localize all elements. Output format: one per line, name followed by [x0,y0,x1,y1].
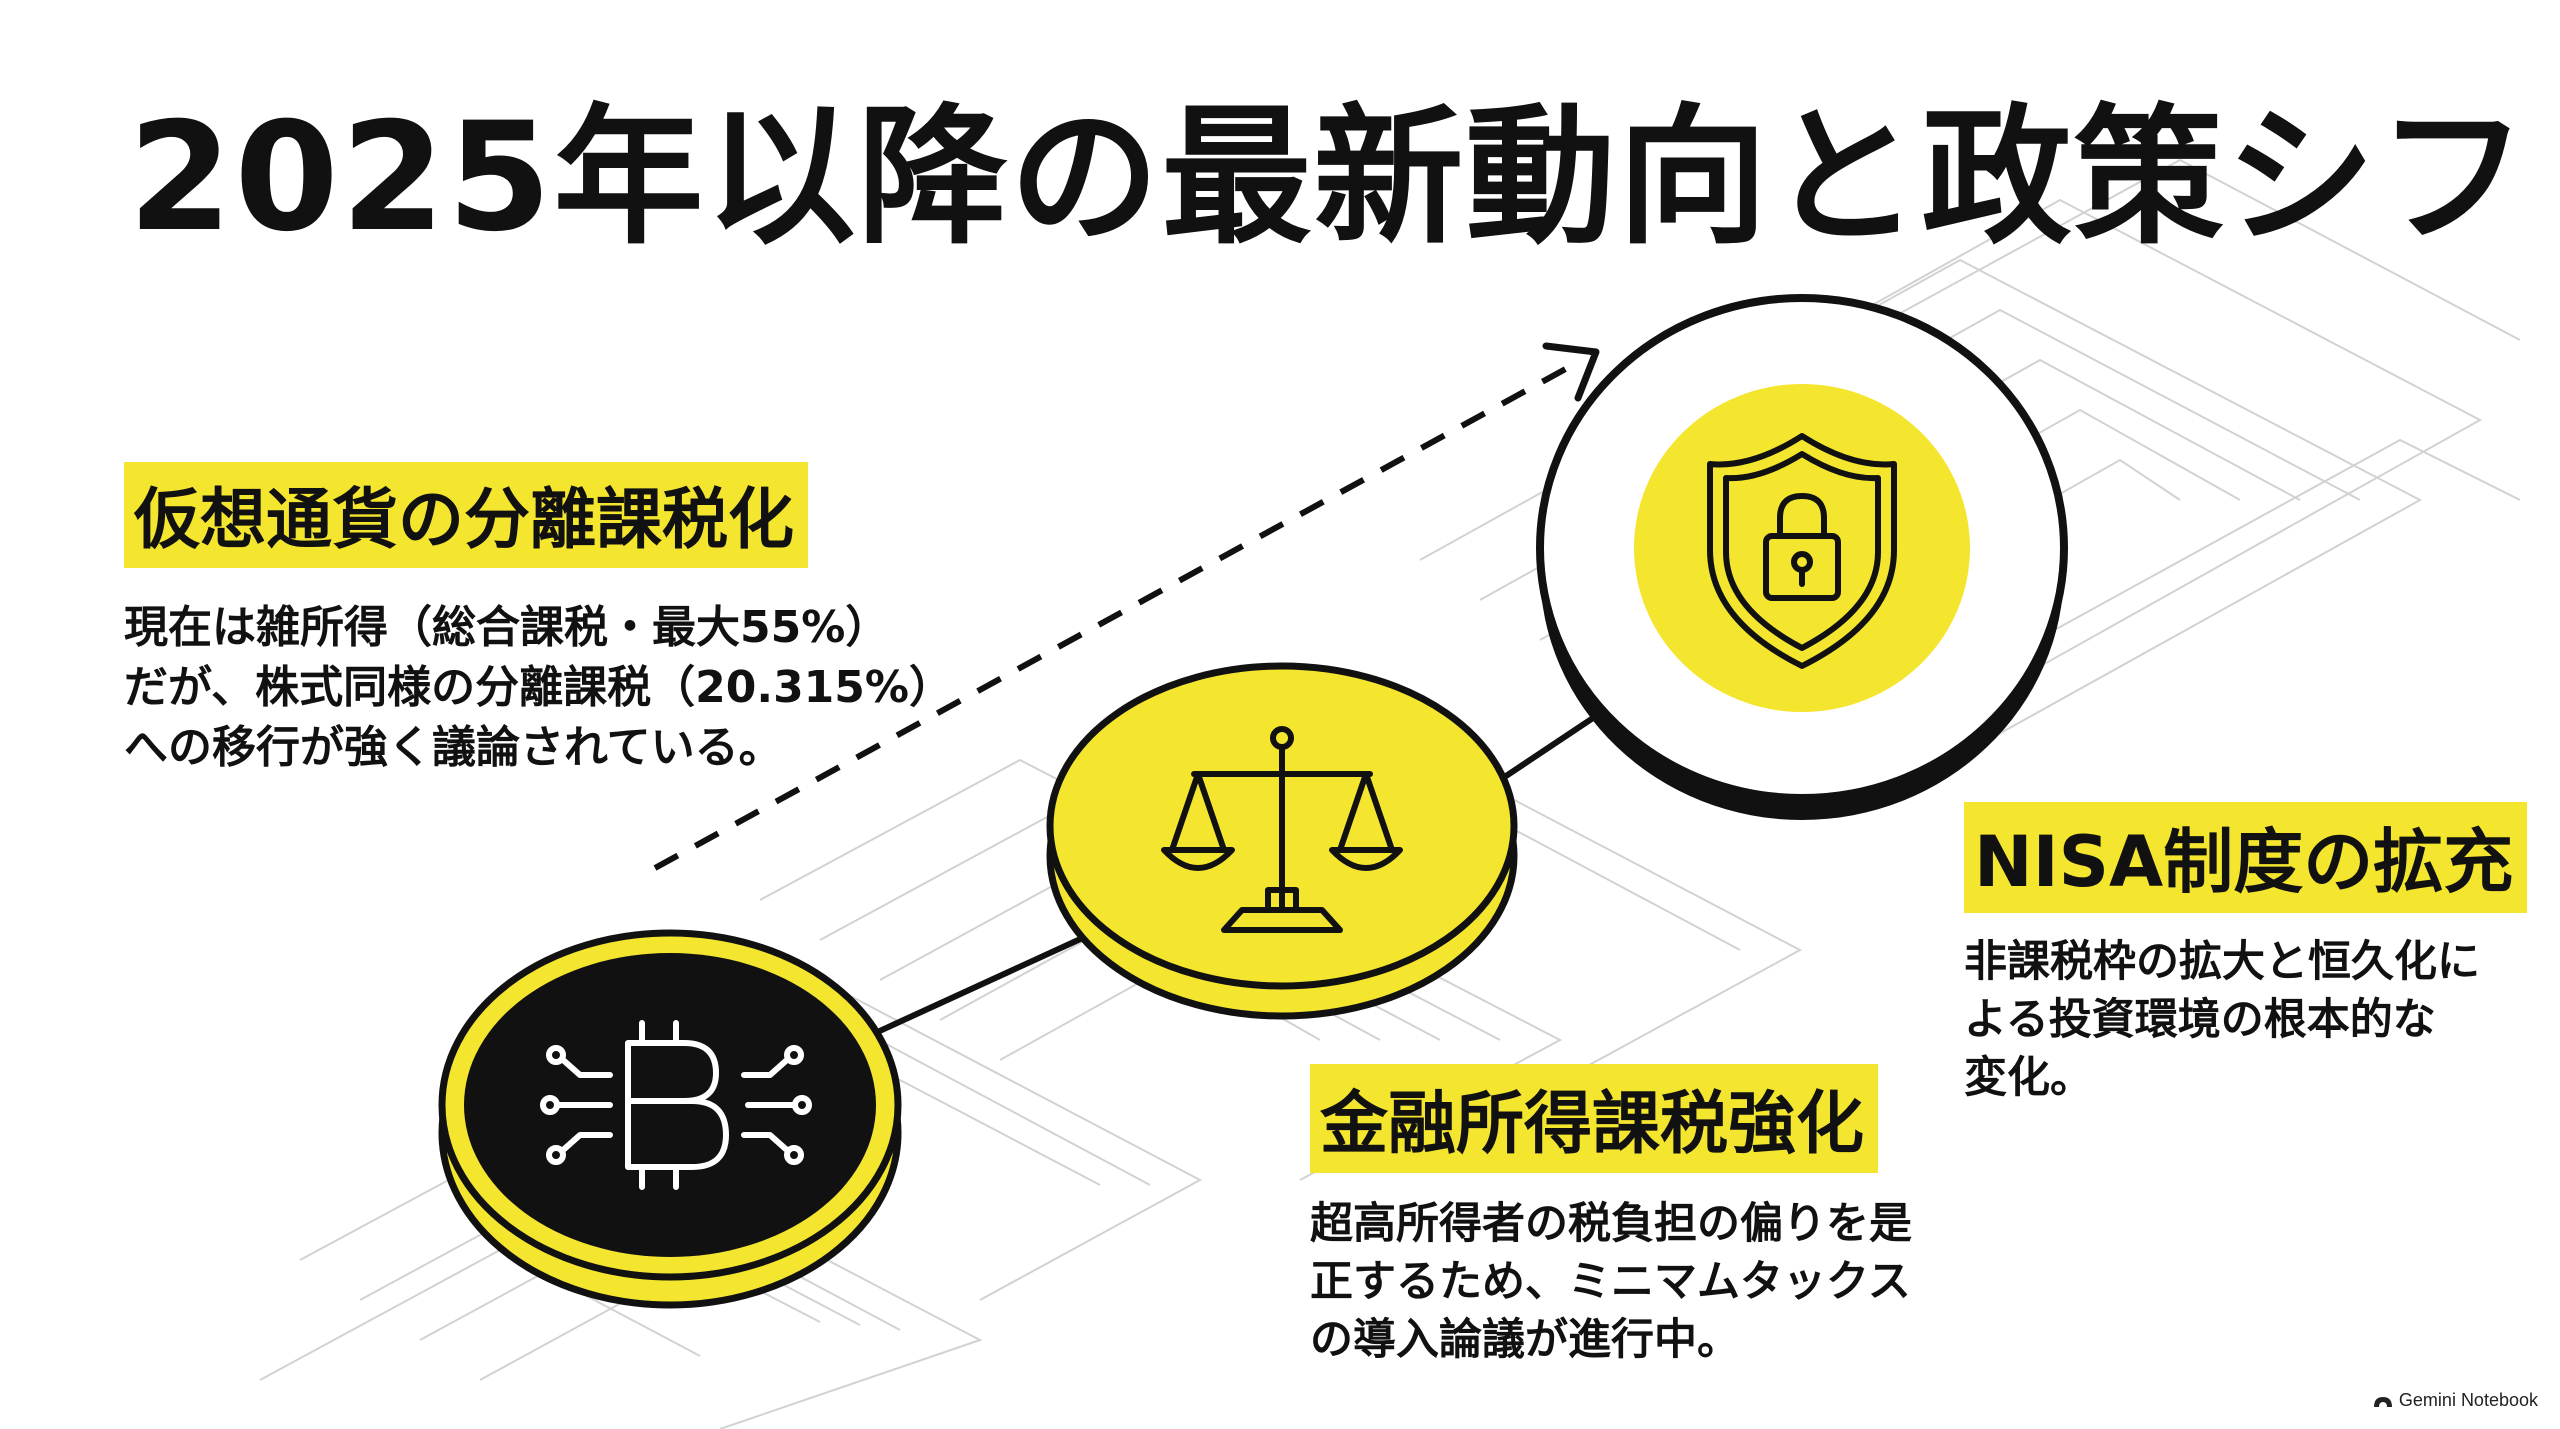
dashed-arrow-icon [653,342,1600,871]
financial-tax-line: 正するため、ミニマムタックス [1310,1257,1911,1307]
financial-tax-heading: 金融所得課税強化 [1310,1064,1879,1173]
financial-tax-line: の導入論議が進行中。 [1310,1315,1740,1365]
bitcoin-coin [438,929,902,1309]
nisa-description: 非課税枠の拡大と恒久化に よる投資環境の根本的な 変化。 [1964,933,2527,1107]
crypto-tax-line: だが、株式同様の分離課税（20.315%） [124,662,953,713]
scales-coin [1046,662,1518,1020]
crypto-tax-line: 現在は雑所得（総合課税・最大55%） [124,602,890,653]
nisa-heading: NISA制度の拡充 [1964,802,2528,913]
financial-tax-description: 超高所得者の税負担の偏りを是 正するため、ミニマムタックス の導入論議が進行中。 [1310,1195,1912,1369]
nisa-line: 変化。 [1964,1053,2093,1103]
financial-tax-section: 金融所得課税強化 超高所得者の税負担の偏りを是 正するため、ミニマムタックス の… [1310,1064,1912,1369]
shield-coin [1536,294,2068,820]
notebook-logo-icon [2373,1396,2392,1407]
balance-scale-icon [1161,726,1403,933]
brand-label: Gemini Notebook [2398,1390,2538,1410]
shield-lock-icon [1707,433,1897,669]
brand-badge: Gemini Notebook [2373,1390,2538,1411]
crypto-tax-line: への移行が強く議論されている。 [124,722,783,773]
crypto-tax-description: 現在は雑所得（総合課税・最大55%） だが、株式同様の分離課税（20.315%）… [124,598,953,778]
nisa-line: 非課税枠の拡大と恒久化に [1964,937,2480,987]
timeline-connector [858,927,1102,1043]
nisa-line: よる投資環境の根本的な [1964,995,2436,1045]
bitcoin-circuit-icon [540,1020,812,1190]
nisa-section: NISA制度の拡充 非課税枠の拡大と恒久化に よる投資環境の根本的な 変化。 [1964,802,2528,1107]
crypto-tax-heading: 仮想通貨の分離課税化 [124,462,808,568]
crypto-tax-section: 仮想通貨の分離課税化 現在は雑所得（総合課税・最大55%） だが、株式同様の分離… [124,462,953,778]
financial-tax-line: 超高所得者の税負担の偏りを是 [1310,1199,1912,1249]
page-title: 2025年以降の最新動向と政策シフト [128,91,2560,265]
